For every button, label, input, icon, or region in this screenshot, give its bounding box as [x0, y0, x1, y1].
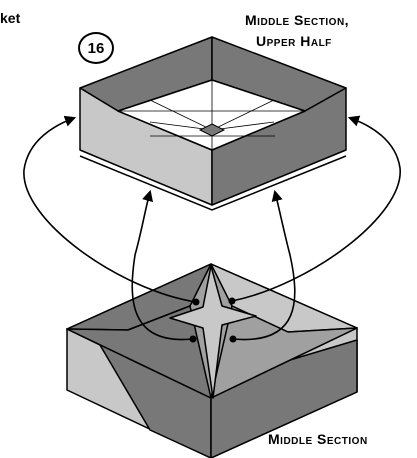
arrow-left-inner: [131, 189, 194, 341]
upper-half-box: [79, 36, 347, 206]
lower-box-top-panel-front-right: [210, 305, 358, 399]
middle-section-label: Middle Section: [268, 431, 368, 447]
arrow-right-outer: [231, 115, 401, 302]
arrow-right-inner: [232, 189, 296, 341]
lower-box-star-pleat: [169, 265, 257, 399]
arrow-left-outer: [23, 115, 197, 303]
upper-box-bottom-edge: [79, 149, 347, 206]
cut-off-label: ket: [0, 10, 21, 26]
step-number-badge: 16: [78, 32, 114, 64]
upper-half-title-line1: Middle Section,: [245, 12, 350, 28]
upper-box-creases: [118, 80, 305, 150]
motion-arrows: [23, 115, 401, 341]
upper-half-title-line2: Upper Half: [256, 33, 332, 49]
upper-box-bottom-edge-inner: [79, 155, 347, 211]
upper-box-center-diamond: [198, 123, 226, 137]
